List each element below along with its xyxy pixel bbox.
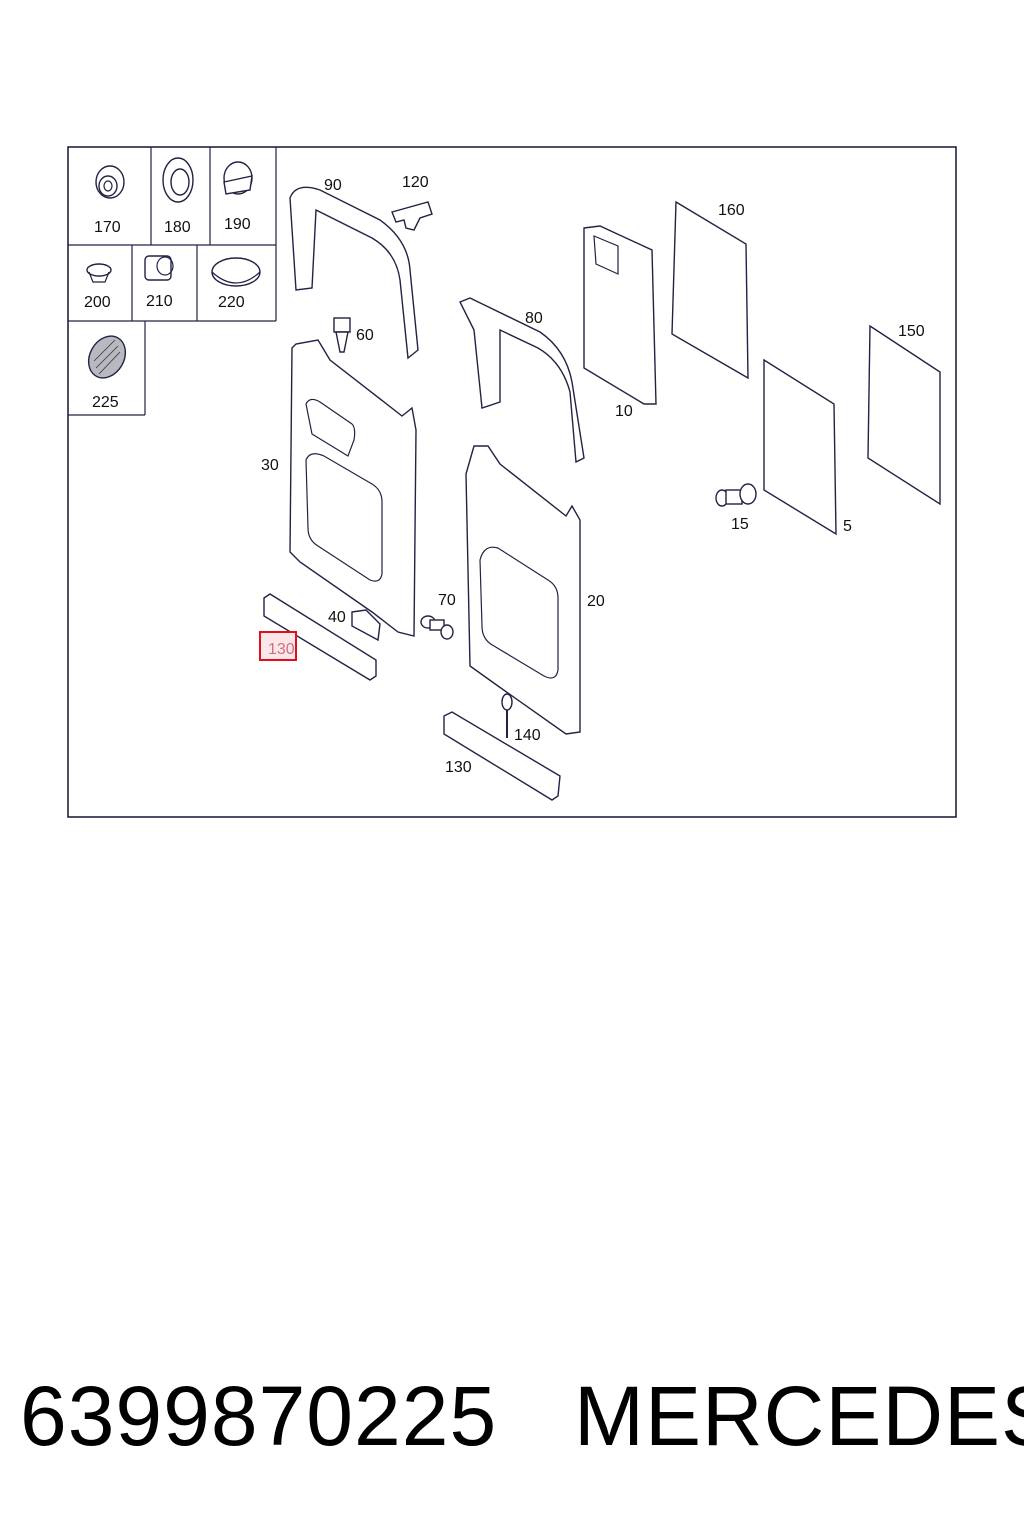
callout-70: 70 <box>438 592 456 609</box>
pin-part-140 <box>501 693 513 738</box>
brand-name: MERCEDES <box>574 1369 1024 1463</box>
callout-170: 170 <box>94 219 121 236</box>
callout-130: 130 <box>445 759 472 776</box>
callout-220: 220 <box>218 294 245 311</box>
callout-90: 90 <box>324 177 342 194</box>
callout-120: 120 <box>402 174 429 191</box>
rivet-part-60 <box>333 317 351 353</box>
callout-20: 20 <box>587 593 605 610</box>
grommet-180-icon <box>162 157 194 203</box>
callout-190: 190 <box>224 216 251 233</box>
seal-part-5 <box>763 358 837 536</box>
panel-part-20 <box>465 445 581 735</box>
clip-170-icon <box>95 165 125 199</box>
strip-part-130-left <box>263 593 377 681</box>
legend-grid <box>68 147 277 416</box>
diagram-frame <box>67 146 957 818</box>
clip-210-icon <box>144 255 174 281</box>
callout-180: 180 <box>164 219 191 236</box>
callout-210: 210 <box>146 293 173 310</box>
part-number: 6399870225 <box>20 1369 498 1463</box>
callout-5: 5 <box>843 518 852 535</box>
callout-10: 10 <box>615 403 633 420</box>
callout-200: 200 <box>84 294 111 311</box>
screw-part-70 <box>420 615 454 640</box>
window-part-150 <box>867 324 941 506</box>
panel-part-30 <box>289 339 417 637</box>
badge-225-icon <box>87 335 127 379</box>
callout-30: 30 <box>261 457 279 474</box>
callout-15: 15 <box>731 516 749 533</box>
parts-diagram: 170 180 190 200 210 220 225 90 120 160 6… <box>67 146 957 818</box>
callout-40: 40 <box>328 609 346 626</box>
plug-200-icon <box>86 263 112 283</box>
liner-part-10 <box>583 225 657 405</box>
bracket-part-120 <box>391 201 433 231</box>
callout-225: 225 <box>92 394 119 411</box>
callout-160: 160 <box>718 202 745 219</box>
callout-150: 150 <box>898 323 925 340</box>
clip-part-15 <box>715 483 757 507</box>
highlight-box-130 <box>259 631 297 661</box>
callout-80: 80 <box>525 310 543 327</box>
callout-60: 60 <box>356 327 374 344</box>
clip-190-icon <box>223 161 253 195</box>
trim-part-80 <box>459 297 585 464</box>
callout-140: 140 <box>514 727 541 744</box>
window-part-160 <box>671 200 749 380</box>
trim-part-90 <box>289 186 419 360</box>
callout-130-highlighted: 130 <box>268 641 295 658</box>
strip-part-130-bottom <box>443 711 561 801</box>
cap-220-icon <box>211 257 261 287</box>
plate-part-40 <box>351 609 381 642</box>
footer: 6399870225 MERCEDES <box>0 1368 1024 1478</box>
